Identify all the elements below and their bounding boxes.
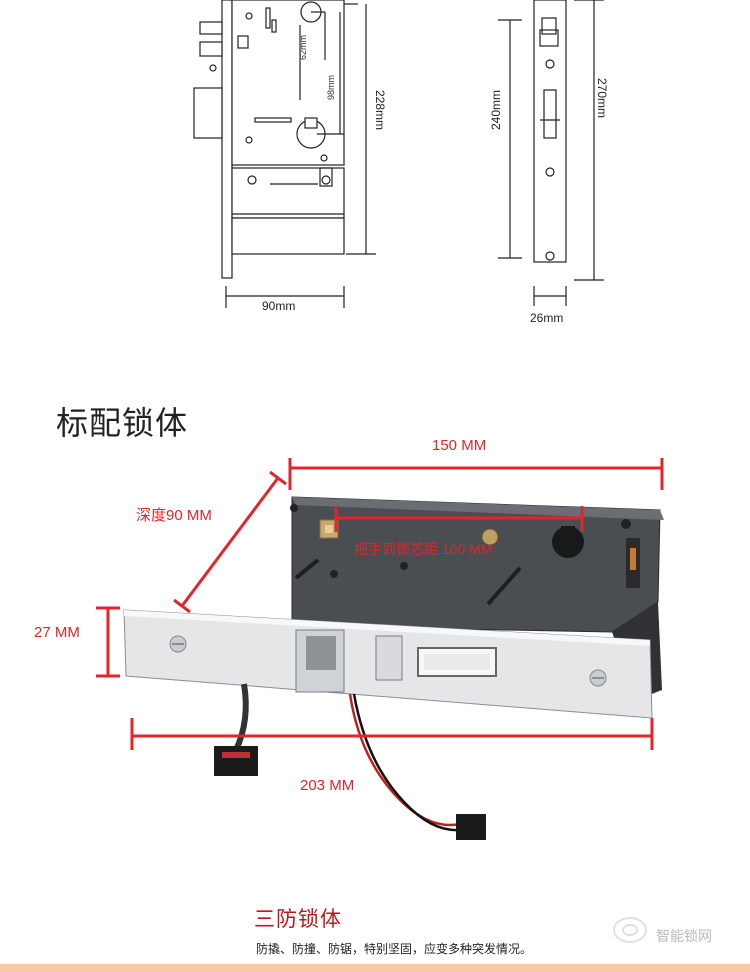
red-dimension-lines xyxy=(96,458,664,750)
side-inner-height-label: 240mm xyxy=(489,90,503,130)
standard-lock-body-heading: 标配锁体 xyxy=(56,404,189,442)
length-dim-label: 150 MM xyxy=(432,437,486,454)
lock-body-photo xyxy=(123,496,664,840)
depth-dim-label: 深度90 MM xyxy=(136,507,212,524)
side-width-label: 26mm xyxy=(530,311,563,325)
watermark-logo-icon xyxy=(613,917,647,943)
front-height-label: 228mm xyxy=(373,90,387,130)
spindle-dim-label: 62mm xyxy=(298,35,308,60)
side-outer-height-label: 270mm xyxy=(595,78,609,118)
handle-core-dim-label: 把手到锁芯距 100 MM xyxy=(354,541,492,557)
footer-title: 三防锁体 xyxy=(254,907,342,931)
front-width-label: 90mm xyxy=(262,299,295,313)
watermark-text: 智能锁网 xyxy=(656,929,712,945)
bottom-band xyxy=(0,964,750,972)
side-view-drawing xyxy=(498,0,604,306)
front-view-drawing xyxy=(193,0,376,308)
footer-subtitle: 防撬、防撞、防锯，特别坚固，应变多种突发情况。 xyxy=(256,942,533,956)
plate-width-dim-label: 27 MM xyxy=(34,624,80,641)
inner-dim-label: 98mm xyxy=(326,75,336,100)
faceplate-length-dim-label: 203 MM xyxy=(300,777,354,794)
